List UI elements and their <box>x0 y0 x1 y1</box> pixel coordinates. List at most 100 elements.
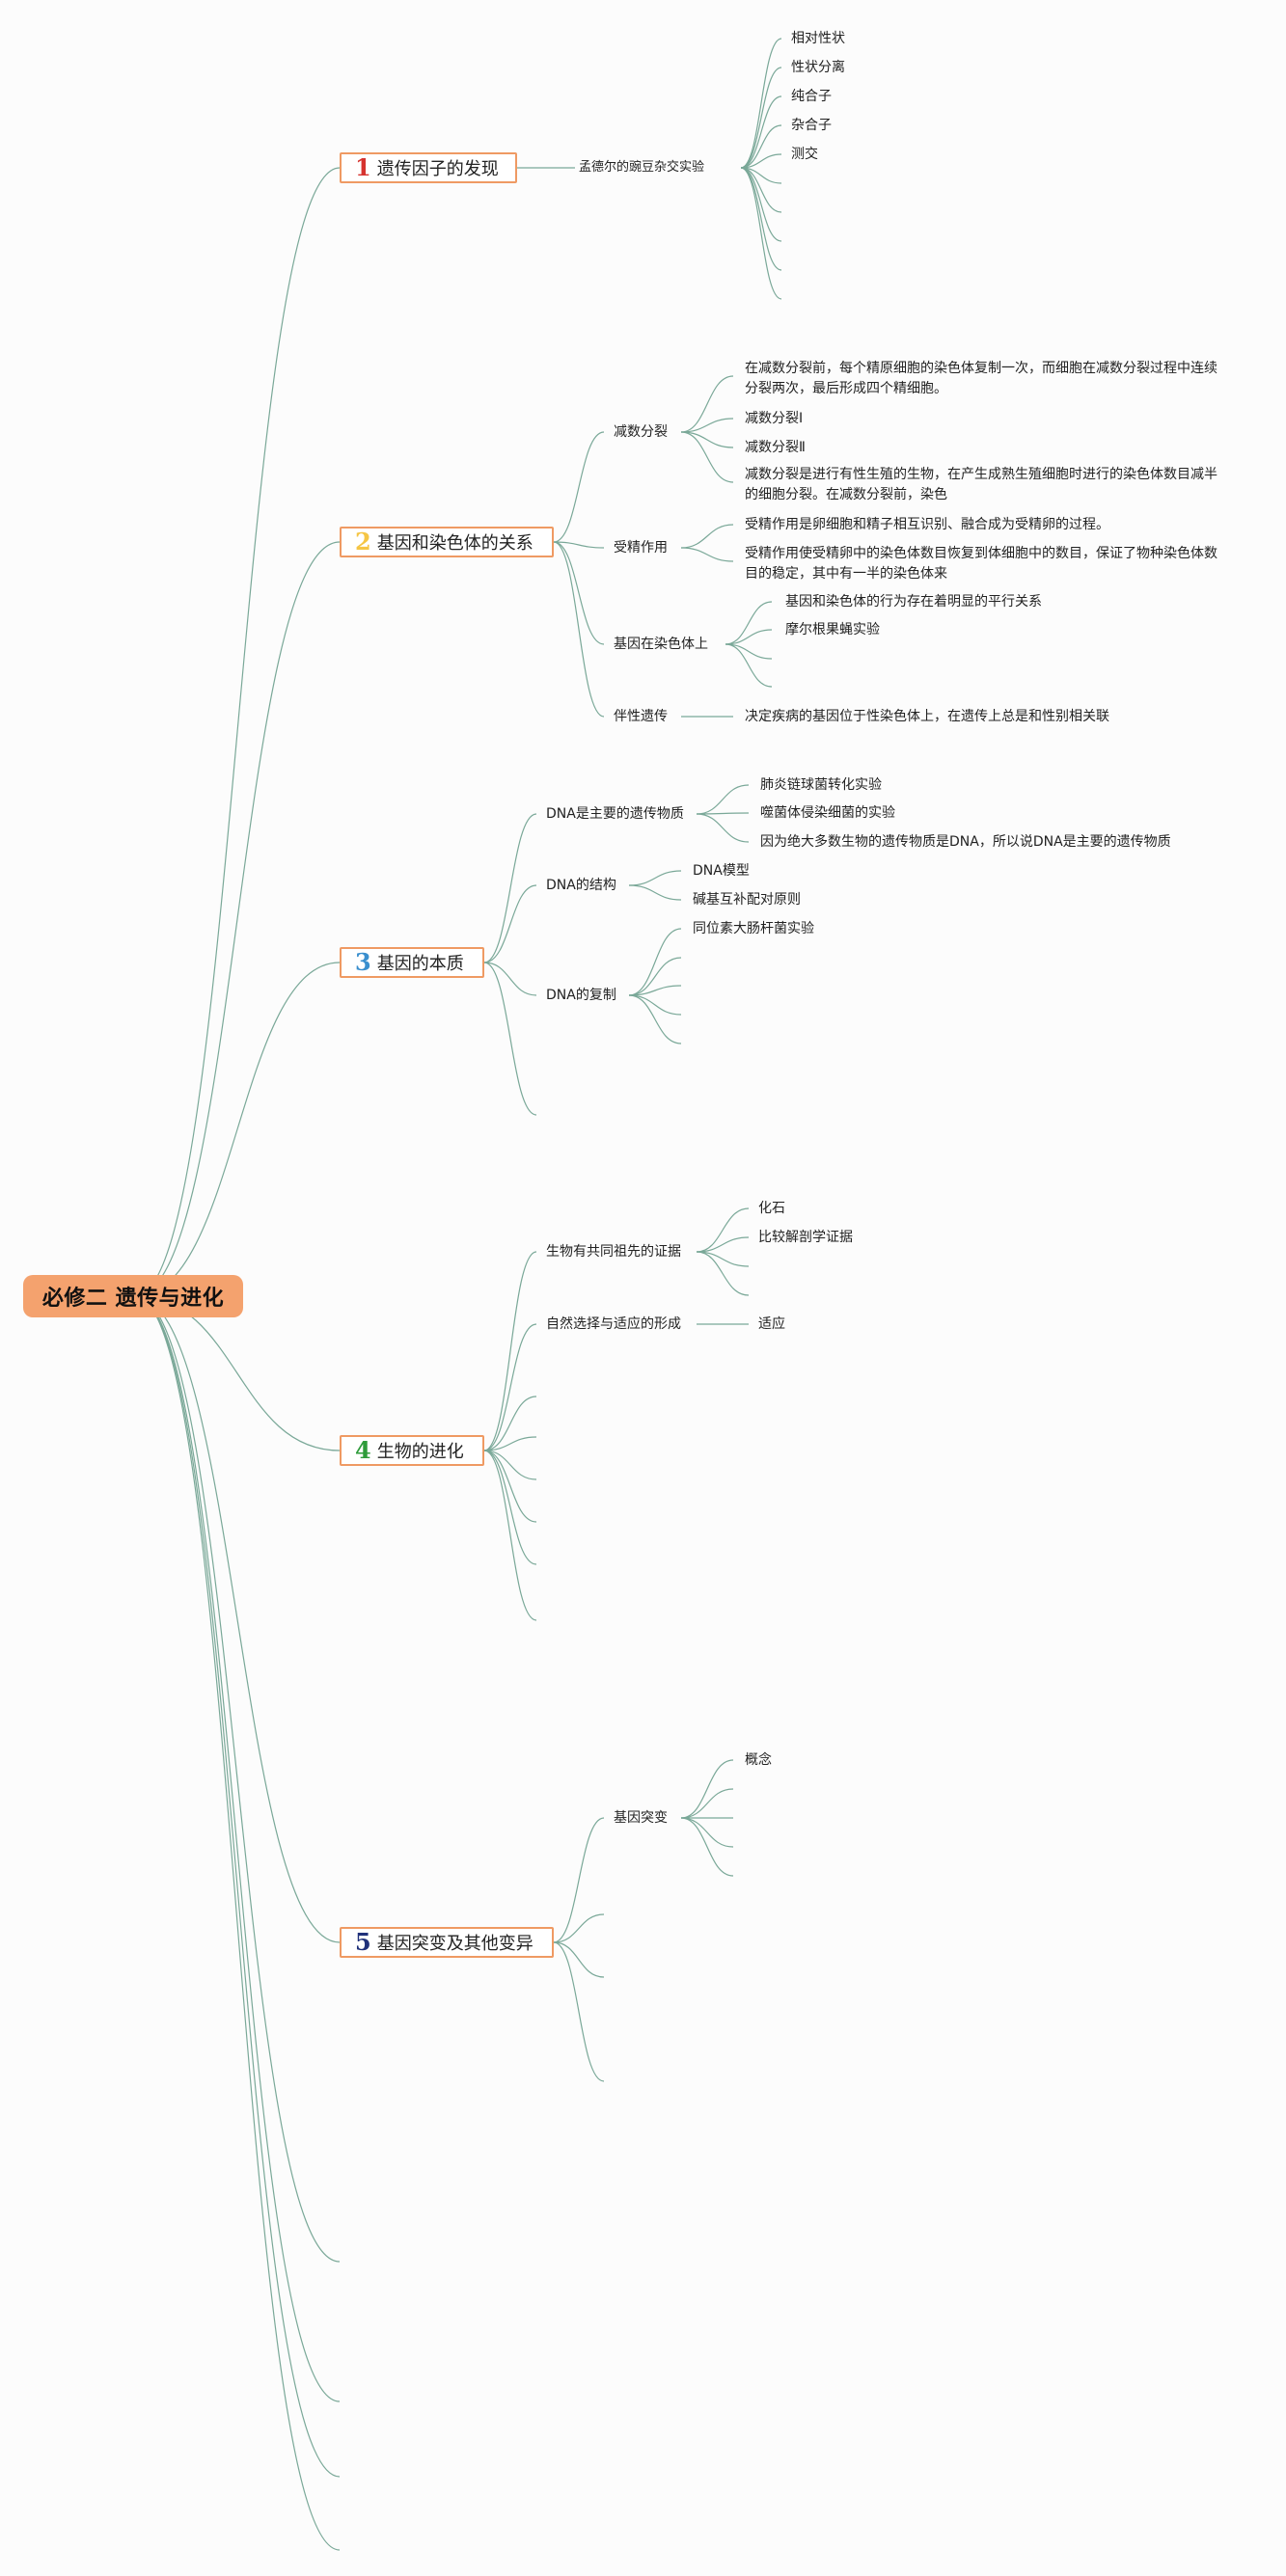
topic-label: 遗传因子的发现 <box>376 159 499 179</box>
connector-line <box>696 1251 750 1296</box>
leaf-item[interactable]: 减数分裂是进行有性生殖的生物，在产生成熟生殖细胞时进行的染色体数目减半的细胞分裂… <box>745 467 1218 502</box>
topic-number: 4 <box>355 1436 371 1464</box>
connector-line <box>553 1941 605 1978</box>
node-gene-mutation[interactable]: 基因突变 <box>614 1810 668 1826</box>
connector-line <box>680 547 734 562</box>
node-fertilization[interactable]: 受精作用 <box>614 540 668 556</box>
node-meiosis[interactable]: 减数分裂 <box>614 424 668 440</box>
connector-line <box>680 524 734 549</box>
topic-4[interactable]: 4 生物的进化 <box>340 1435 484 1466</box>
leaf-item[interactable]: 化石 <box>758 1201 785 1216</box>
leaf-item[interactable]: 基因和染色体的行为存在着明显的平行关系 <box>785 594 1042 610</box>
leaf-item[interactable]: 同位素大肠杆菌实验 <box>693 921 814 936</box>
topic-number: 3 <box>355 948 371 976</box>
connector-line <box>134 962 341 1297</box>
topic-5[interactable]: 5 基因突变及其他变异 <box>340 1927 554 1958</box>
connector-line <box>483 813 537 963</box>
leaf-item[interactable]: 受精作用是卵细胞和精子相互识别、融合成为受精卵的过程。 <box>745 517 1109 532</box>
leaf-item[interactable]: 因为绝大多数生物的遗传物质是DNA，所以说DNA是主要的遗传物质 <box>760 834 1171 850</box>
leaf-item[interactable]: 性状分离 <box>791 60 845 75</box>
leaf-item[interactable]: 肺炎链球菌转化实验 <box>760 777 882 793</box>
leaf-item[interactable]: 在减数分裂前，每个精原细胞的染色体复制一次，而细胞在减数分裂过程中连续分裂两次，… <box>745 361 1218 396</box>
connector-line <box>680 1759 734 1819</box>
connector-line <box>680 1817 734 1877</box>
leaf-item[interactable]: 决定疾病的基因位于性染色体上，在遗传上总是和性别相关联 <box>745 709 1109 724</box>
connector-line <box>725 601 773 645</box>
topic-label: 基因突变及其他变异 <box>376 1934 534 1954</box>
connector-line <box>628 928 682 996</box>
connector-line <box>553 1817 605 1943</box>
leaf-item[interactable]: 概念 <box>745 1752 772 1768</box>
connector-line <box>740 95 782 169</box>
connector-line <box>740 124 782 169</box>
connector-line <box>696 1236 750 1253</box>
node-gene-on-chromosome[interactable]: 基因在染色体上 <box>614 637 708 652</box>
leaf-item[interactable]: 减数分裂Ⅰ <box>745 411 804 426</box>
connector-line <box>134 1295 341 1943</box>
connector-line <box>628 884 682 901</box>
connector-line <box>553 431 605 543</box>
connector-line <box>134 1295 341 2551</box>
node-natural-selection[interactable]: 自然选择与适应的形成 <box>546 1316 681 1332</box>
leaf-item[interactable]: 相对性状 <box>791 31 845 46</box>
connector-line <box>696 784 750 815</box>
connector-line <box>483 962 537 996</box>
topic-label: 生物的进化 <box>376 1442 464 1462</box>
connector-line <box>483 1450 537 1565</box>
topic-label: 基因和染色体的关系 <box>376 533 534 554</box>
leaf-item[interactable]: 测交 <box>791 147 818 162</box>
leaf-item[interactable]: 比较解剖学证据 <box>758 1230 853 1245</box>
connector-line <box>483 1450 537 1621</box>
connector-line <box>740 167 782 213</box>
leaf-item[interactable]: 碱基互补配对原则 <box>693 892 801 908</box>
connector-line <box>725 643 773 688</box>
connector-line <box>696 813 750 843</box>
connector-line <box>680 1788 734 1819</box>
connector-line <box>628 994 682 1044</box>
node-dna-main-genetic-material[interactable]: DNA是主要的遗传物质 <box>546 806 684 822</box>
leaf-item[interactable]: 摩尔根果蝇实验 <box>785 622 880 637</box>
node-sex-linked[interactable]: 伴性遗传 <box>614 709 668 724</box>
topic-2[interactable]: 2 基因和染色体的关系 <box>340 527 554 557</box>
topic-number: 2 <box>355 528 371 556</box>
connector-line <box>553 1941 605 2082</box>
leaf-item[interactable]: 杂合子 <box>791 118 832 133</box>
connector-line <box>680 418 734 433</box>
connector-line <box>483 1436 537 1451</box>
connector-line <box>134 1295 341 2402</box>
connector-line <box>680 375 734 433</box>
connector-line <box>740 38 782 169</box>
connector-line <box>725 629 773 645</box>
connector-line <box>134 1295 341 2478</box>
leaf-item[interactable]: 受精作用使受精卵中的染色体数目恢复到体细胞中的数目，保证了物种染色体数目的稳定，… <box>745 546 1218 582</box>
leaf-item[interactable]: 适应 <box>758 1316 785 1332</box>
node-dna-structure[interactable]: DNA的结构 <box>546 878 616 893</box>
leaf-item[interactable]: DNA模型 <box>693 863 750 879</box>
leaf-item[interactable]: 噬菌体侵染细菌的实验 <box>760 805 895 821</box>
node-mendel-experiment[interactable]: 孟德尔的豌豆杂交实验 <box>579 160 705 175</box>
connector-line <box>134 541 341 1297</box>
node-common-ancestor-evidence[interactable]: 生物有共同祖先的证据 <box>546 1244 681 1260</box>
connector-line <box>696 1251 750 1267</box>
connector-line <box>628 985 682 996</box>
connector-line <box>483 1450 537 1480</box>
connector-line <box>696 1207 750 1253</box>
root-topic[interactable]: 必修二 遗传与进化 <box>23 1275 243 1317</box>
connector-line <box>740 153 782 169</box>
topic-1[interactable]: 1 遗传因子的发现 <box>340 152 517 183</box>
connector-line <box>680 431 734 483</box>
connector-line <box>553 1913 605 1943</box>
leaf-item[interactable]: 纯合子 <box>791 89 832 104</box>
connector-line <box>740 167 782 300</box>
connector-line <box>134 167 341 1297</box>
connector-line <box>134 1295 341 2263</box>
topic-number: 1 <box>355 153 371 181</box>
leaf-item[interactable]: 减数分裂Ⅱ <box>745 440 806 455</box>
connector-line <box>680 1817 734 1848</box>
connector-line <box>483 884 537 963</box>
topic-3[interactable]: 3 基因的本质 <box>340 947 484 978</box>
connector-line <box>628 994 682 1016</box>
node-dna-replication[interactable]: DNA的复制 <box>546 988 616 1003</box>
